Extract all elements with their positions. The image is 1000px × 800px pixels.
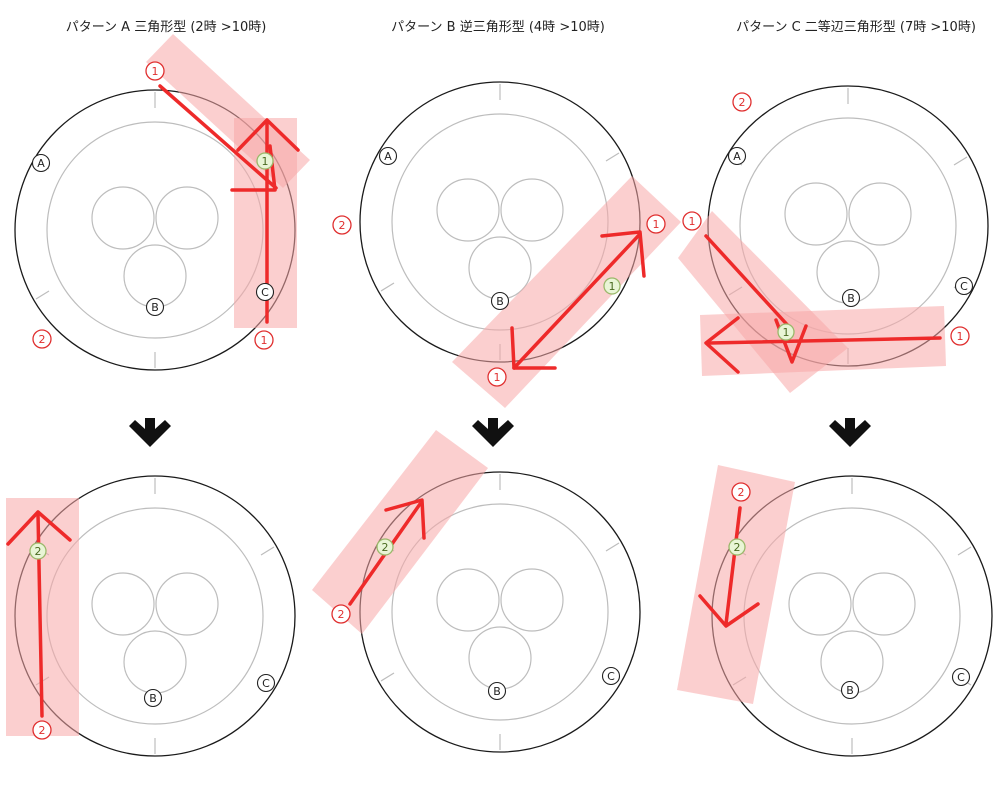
label-c: C bbox=[256, 673, 276, 693]
label-a: A bbox=[378, 146, 398, 166]
svg-text:B: B bbox=[846, 684, 854, 697]
pattern-b-step2: 2 2 B C bbox=[312, 430, 641, 753]
svg-text:C: C bbox=[262, 677, 270, 690]
svg-text:1: 1 bbox=[609, 280, 616, 293]
svg-text:1: 1 bbox=[689, 215, 696, 228]
step-1-marker: 1 bbox=[487, 367, 507, 387]
step-2-marker: 2 bbox=[32, 720, 52, 740]
label-c: C bbox=[255, 282, 275, 302]
svg-text:B: B bbox=[493, 685, 501, 698]
label-c: C bbox=[951, 667, 971, 687]
step-2-marker: 2 bbox=[32, 329, 52, 349]
pattern-b-title: パターン B 逆三角形型 (4時 >10時) bbox=[391, 19, 605, 35]
step-2-marker-hand: 2 bbox=[29, 542, 47, 560]
label-c: C bbox=[601, 666, 621, 686]
step-1-marker: 1 bbox=[950, 326, 970, 346]
svg-text:2: 2 bbox=[35, 545, 42, 558]
arrow-path bbox=[510, 230, 646, 370]
arrow-path bbox=[698, 506, 760, 628]
svg-text:C: C bbox=[960, 280, 968, 293]
svg-text:B: B bbox=[149, 692, 157, 705]
step-1-marker-hand: 1 bbox=[603, 277, 621, 295]
svg-text:2: 2 bbox=[382, 541, 389, 554]
label-a: A bbox=[727, 146, 747, 166]
svg-text:1: 1 bbox=[494, 371, 501, 384]
step-2-marker: 2 bbox=[732, 92, 752, 112]
svg-text:2: 2 bbox=[39, 724, 46, 737]
svg-text:C: C bbox=[957, 671, 965, 684]
label-b: B bbox=[487, 681, 507, 701]
svg-text:2: 2 bbox=[739, 96, 746, 109]
step-1-marker: 1 bbox=[145, 61, 165, 81]
pattern-c-step2: 2 2 B C bbox=[677, 465, 993, 757]
step-1-marker-hand: 1 bbox=[777, 323, 795, 341]
motion-band bbox=[452, 176, 681, 408]
step-2-marker: 2 bbox=[731, 482, 751, 502]
label-b: B bbox=[841, 288, 861, 308]
step-1-marker: 1 bbox=[646, 214, 666, 234]
pattern-b-step1: 1 1 1 2 A B bbox=[332, 81, 681, 408]
pattern-a-step1: 1 1 1 2 A B C bbox=[14, 34, 310, 371]
svg-text:2: 2 bbox=[338, 608, 345, 621]
step-2-marker: 2 bbox=[332, 215, 352, 235]
svg-text:A: A bbox=[37, 157, 45, 170]
step-1-marker: 1 bbox=[682, 211, 702, 231]
label-c: C bbox=[954, 276, 974, 296]
label-b: B bbox=[840, 680, 860, 700]
svg-text:1: 1 bbox=[653, 218, 660, 231]
svg-text:B: B bbox=[151, 301, 159, 314]
svg-text:2: 2 bbox=[734, 541, 741, 554]
pattern-a-title: パターン A 三角形型 (2時 >10時) bbox=[66, 20, 267, 35]
svg-text:1: 1 bbox=[957, 330, 964, 343]
svg-text:2: 2 bbox=[738, 486, 745, 499]
step-2-marker-hand: 2 bbox=[376, 538, 394, 556]
svg-text:1: 1 bbox=[783, 326, 790, 339]
down-arrow-icon bbox=[472, 418, 514, 447]
pattern-a-step2: 2 2 B C bbox=[6, 475, 296, 757]
step-2-marker-hand: 2 bbox=[728, 538, 746, 556]
svg-text:B: B bbox=[847, 292, 855, 305]
svg-text:A: A bbox=[384, 150, 392, 163]
label-b: B bbox=[145, 297, 165, 317]
pattern-c-title: パターン C 二等辺三角形型 (7時 >10時) bbox=[736, 19, 976, 35]
svg-text:2: 2 bbox=[339, 219, 346, 232]
step-2-marker: 2 bbox=[331, 604, 351, 624]
svg-text:A: A bbox=[733, 150, 741, 163]
step-1-marker-hand: 1 bbox=[256, 152, 274, 170]
label-b: B bbox=[490, 291, 510, 311]
pattern-c-step1: 2 1 1 1 A B C bbox=[678, 85, 989, 393]
svg-text:B: B bbox=[496, 295, 504, 308]
motion-band bbox=[677, 465, 795, 704]
svg-text:C: C bbox=[607, 670, 615, 683]
svg-text:1: 1 bbox=[261, 334, 268, 347]
step-1-marker: 1 bbox=[254, 330, 274, 350]
label-a: A bbox=[31, 153, 51, 173]
down-arrow-icon bbox=[129, 418, 171, 447]
label-b: B bbox=[143, 688, 163, 708]
svg-text:1: 1 bbox=[262, 155, 269, 168]
svg-text:1: 1 bbox=[152, 65, 159, 78]
svg-text:2: 2 bbox=[39, 333, 46, 346]
svg-text:C: C bbox=[261, 286, 269, 299]
down-arrow-icon bbox=[829, 418, 871, 447]
